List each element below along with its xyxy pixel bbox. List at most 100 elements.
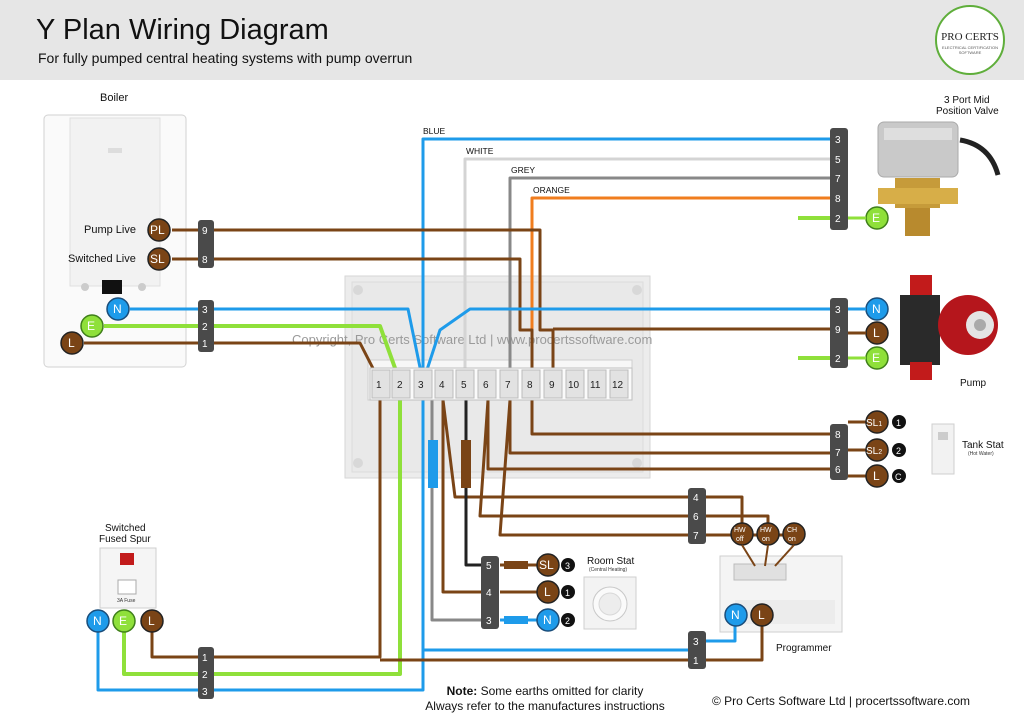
programmer-supply-block [688,631,706,669]
programmer-terminal-7: 7 [693,531,699,542]
watermark-text: Copyright, Pro Certs Software Ltd | www.… [292,332,652,347]
boiler [43,114,187,368]
roomstat-n-badge [561,613,575,627]
fused-spur-label-1: Switched [105,523,146,534]
boiler-terminal-3: 3 [202,305,208,316]
spur-n-label: N [93,614,102,628]
roomstat-n-badge-text: 2 [565,616,570,626]
pump-terminal-block [830,298,848,368]
valve-terminal-2: 2 [835,214,841,225]
roomstat-terminal-4: 4 [486,588,492,599]
boiler-label: Boiler [100,92,128,104]
prog-l-label: L [758,608,765,622]
wire-tank-sl1 [530,400,830,436]
supply-terminal-block [198,647,214,699]
wire-spur-neutral [96,622,200,692]
tank-sl2-badge [892,443,906,457]
roomstat-l-connector [536,580,560,604]
tank-stat-label: Tank Stat [962,440,1004,451]
note: Note: Some earths omitted for clarity Al… [390,684,700,714]
room-stat-sublabel: (Central Heating) [589,567,627,573]
wire-pump-live [172,228,555,382]
diagram-title: Y Plan Wiring Diagram [36,14,329,46]
boiler-terminal-8: 8 [202,255,208,266]
supply-terminal-3: 3 [202,687,208,698]
valve-terminal-8: 8 [835,194,841,205]
roomstat-l-badge [561,585,575,599]
wire-valve-white [463,157,830,382]
junction-terminal-1: 1 [376,380,382,391]
boiler-terminal-2: 2 [202,322,208,333]
pro-certs-logo[interactable]: PRO CERTS ELECTRICAL CERTIFICATION SOFTW… [935,5,1005,75]
supply-terminal-1: 1 [202,653,208,664]
sleeve-n [504,616,528,624]
wire-valve-blue [421,137,830,382]
room-stat-label: Room Stat [587,556,634,567]
roomstat-sl-badge-text: 3 [565,561,570,571]
programmer-terminal-block [688,488,706,544]
pump-picture [900,275,998,380]
wire-prog-6 [478,399,700,518]
boiler-pl-connector [147,218,171,242]
prog-l-connector [750,603,774,627]
fused-spur-label-2: Fused Spur [99,534,151,545]
wire-prog-4 [441,399,700,499]
prog-hw-on-label-2: on [762,536,770,543]
tank-terminal-8: 8 [835,430,841,441]
boiler-terminal-block-bottom [198,300,214,352]
boiler-terminal-1: 1 [202,339,208,350]
tank-l-label: L [873,469,880,483]
spur-l-label: L [148,614,155,628]
fused-spur-picture: 3A Fuse [99,547,157,609]
note-line-1: Some earths omitted for clarity [477,684,644,698]
junction-terminal-10: 10 [568,380,580,391]
boiler-e-label: E [87,319,95,333]
junction-terminal-6: 6 [483,380,489,391]
sleeve-sl [504,561,528,569]
tank-stat-sublabel: (Hot Water) [968,451,994,457]
spur-l-connector [140,609,164,633]
fuse-rating-label: 3A Fuse [117,598,136,604]
pump-terminal-2: 2 [835,354,841,365]
boiler-sl-connector [147,247,171,271]
wire-supply-live [213,400,382,659]
wire-label-blue: BLUE [423,126,446,136]
junction-terminal-3: 3 [418,380,424,391]
pump-l-label: L [873,326,880,340]
wire-valve-grey [508,176,830,382]
note-line-2: Always refer to the manufactures instruc… [425,699,665,713]
tank-terminal-6: 6 [835,465,841,476]
header-bar: Y Plan Wiring Diagram For fully pumped c… [0,0,1024,80]
roomstat-sl-label: SL [539,558,554,572]
tank-terminal-7: 7 [835,448,841,459]
junction-terminal-12: 12 [612,380,624,391]
wire-roomstat-l [441,400,488,594]
boiler-l-connector [60,331,84,355]
wire-boiler-earth [104,324,402,383]
junction-terminal-8: 8 [527,380,533,391]
switched-live-label: Switched Live [68,253,136,265]
junction-terminal-strip: 1 2 3 4 5 6 7 8 9 10 11 12 [369,367,633,401]
wire-pump-neutral [421,307,830,383]
boiler-n-connector [106,297,130,321]
sleeve-blue [428,440,438,488]
boiler-terminal-block-top [198,220,214,268]
wire-label-white: WHITE [466,146,494,156]
wire-prog-live [700,626,764,662]
junction-terminal-4: 4 [439,380,445,391]
valve-terminal-5: 5 [835,155,841,166]
roomstat-n-label: N [543,613,552,627]
valve-terminal-7: 7 [835,174,841,185]
valve-terminal-block [830,128,848,230]
tank-c-badge [892,469,906,483]
room-stat-picture [583,576,637,630]
valve-label-2: Position Valve [936,106,999,117]
wire-label-orange: ORANGE [533,185,570,195]
tank-sl1-label: SL1 [866,418,882,429]
programmer-label: Programmer [776,643,832,654]
tank-l-connector [865,464,889,488]
programmer-terminal-4: 4 [693,493,699,504]
boiler-sl-label: SL [150,252,165,266]
tank-stat-terminal-block [830,424,848,480]
